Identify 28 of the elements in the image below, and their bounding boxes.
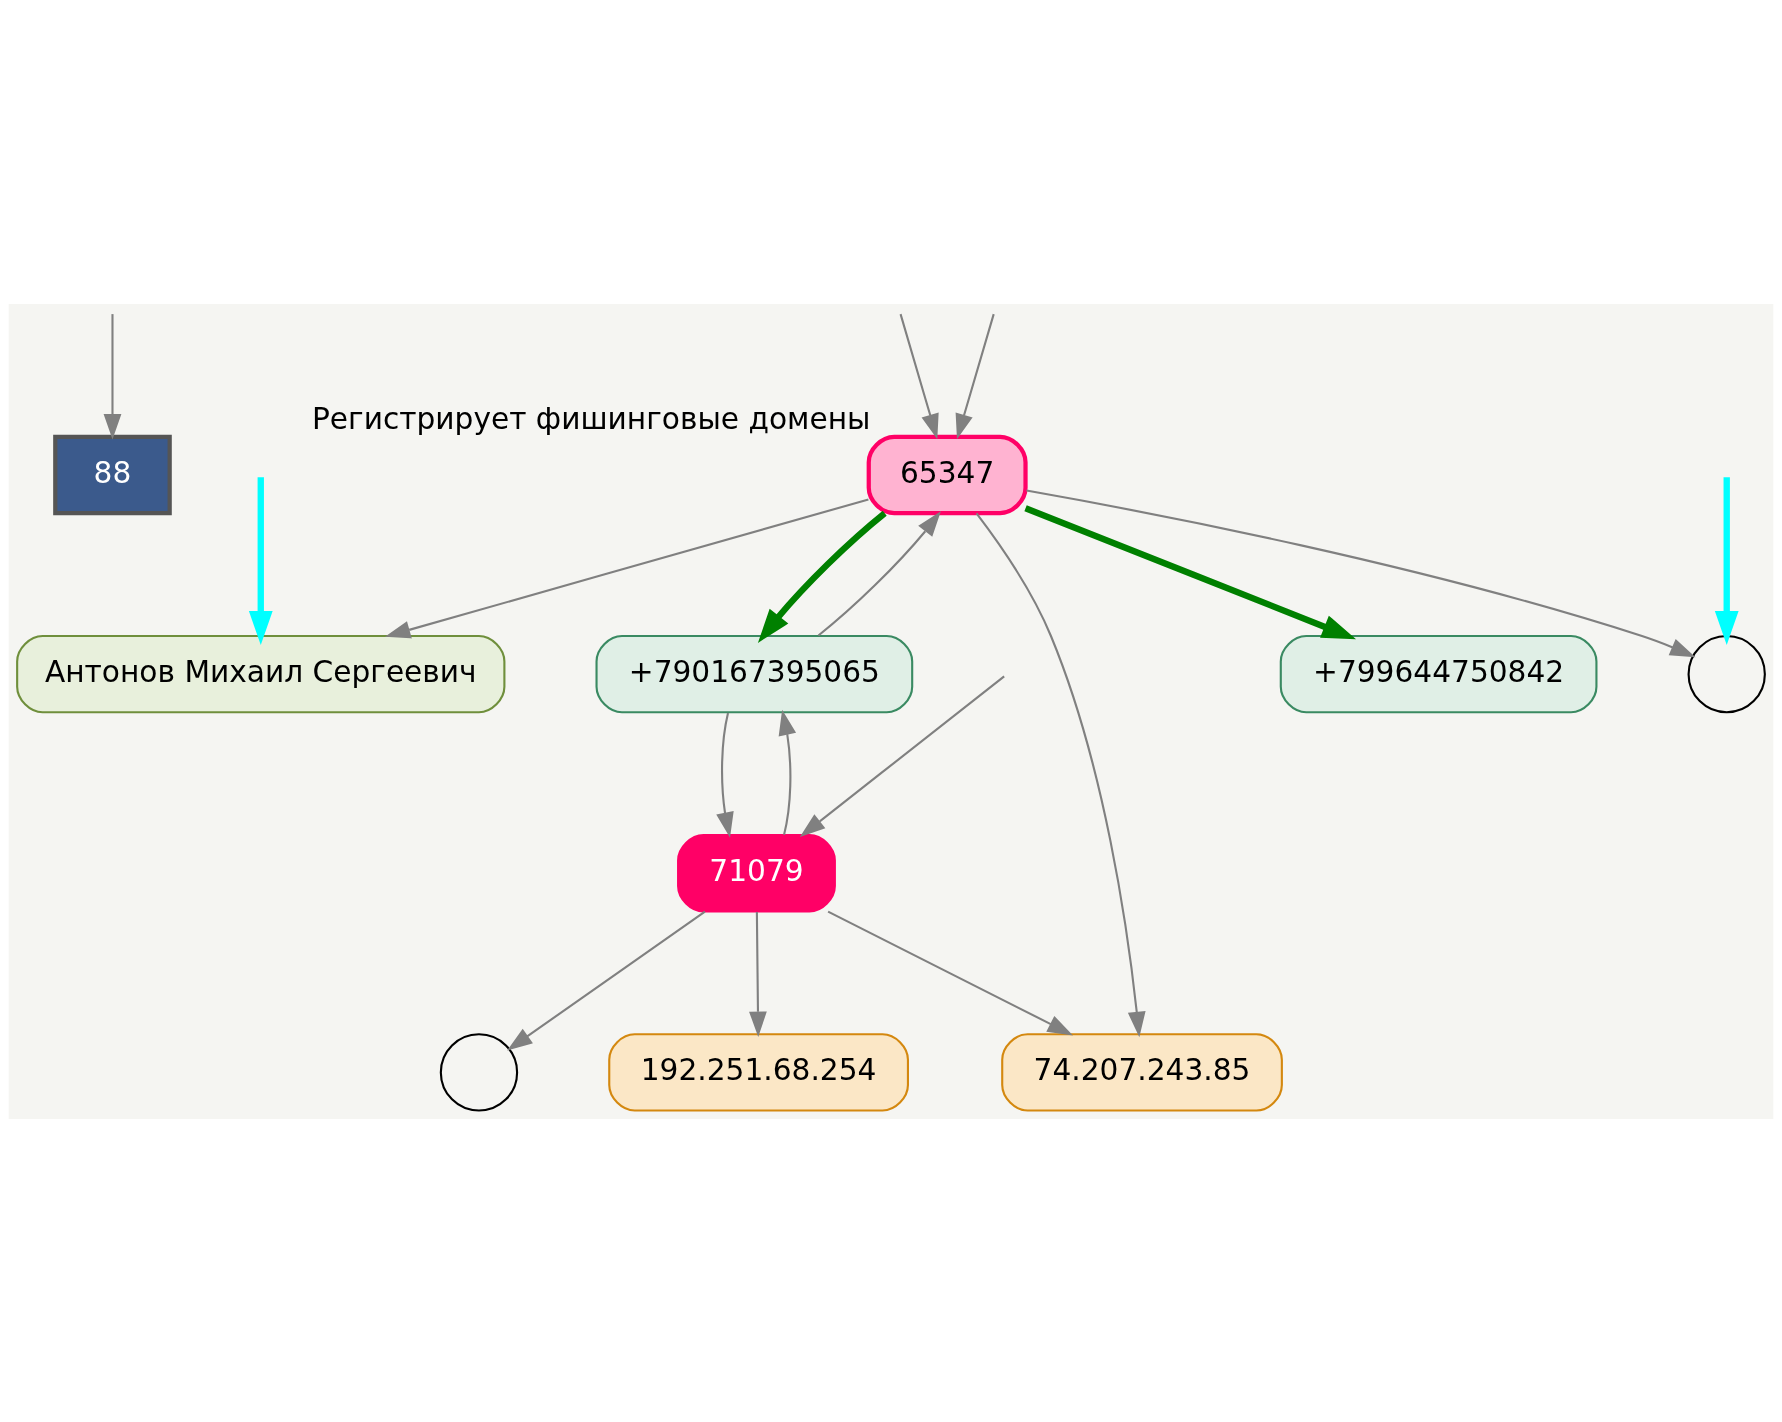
arrow xyxy=(103,313,122,439)
arrow xyxy=(975,512,1146,1037)
arrow xyxy=(507,910,706,1051)
arrow xyxy=(1024,504,1357,639)
arrow xyxy=(778,709,797,835)
arrow xyxy=(799,675,1005,837)
node-box: Антонов Михаил Сергеевич xyxy=(16,634,506,713)
node-box: +799644750842 xyxy=(1279,634,1598,713)
node-box: 65347 xyxy=(866,434,1028,515)
node-box: 192.251.68.254 xyxy=(608,1032,909,1112)
arrow xyxy=(1714,476,1739,645)
node-box: +790167395065 xyxy=(595,634,914,713)
arrow xyxy=(827,910,1074,1035)
node-box: 71079 xyxy=(677,833,836,912)
arrow xyxy=(716,712,734,838)
arrow xyxy=(817,510,941,636)
arrow xyxy=(899,313,939,439)
node-circle xyxy=(1687,634,1766,713)
arrow xyxy=(1026,489,1696,657)
arrow xyxy=(955,313,995,439)
node-box: 88 xyxy=(53,434,172,515)
arrow xyxy=(248,476,273,645)
node-circle xyxy=(439,1032,519,1112)
node-box: 74.207.243.85 xyxy=(1001,1032,1283,1112)
node-label: Регистрирует фишинговые домены xyxy=(312,400,871,436)
arrow xyxy=(384,497,869,638)
arrow xyxy=(749,911,767,1037)
arrow xyxy=(757,510,887,643)
